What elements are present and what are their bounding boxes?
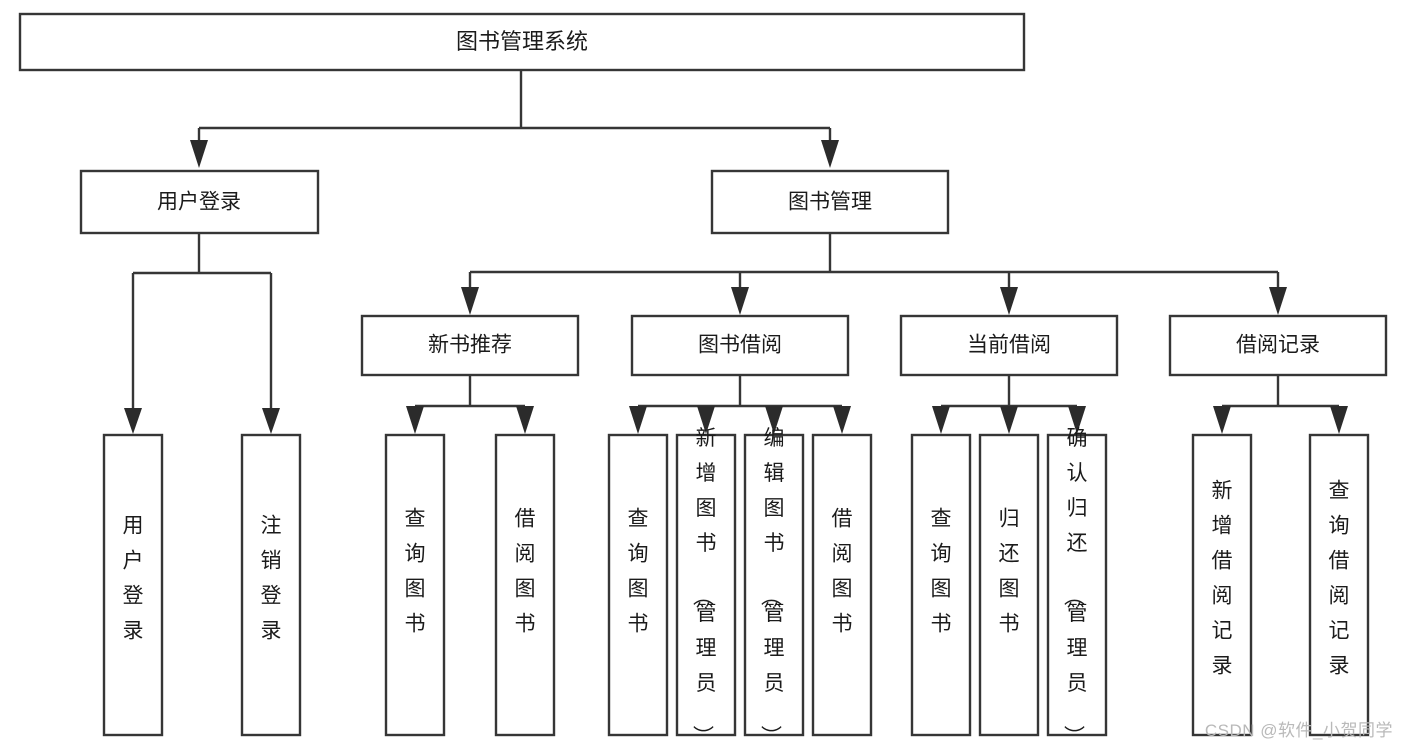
- arrow-bookmgmt-to-currentborrow: [1000, 287, 1018, 315]
- leaf-logout-label: 注销登录: [261, 515, 282, 643]
- arrow-bookborrow-leaf-1: [629, 406, 647, 434]
- leaf-node[interactable]: 新增图书（管理员）: [675, 427, 737, 746]
- arrow-bookmgmt-to-bookborrow: [731, 287, 749, 315]
- node-book-borrow-box[interactable]: [630, 314, 850, 377]
- node-root-box[interactable]: [18, 12, 1026, 72]
- leaf-node[interactable]: 新增借阅记录: [1191, 433, 1253, 737]
- leaf-newbook-query-box[interactable]: [384, 433, 446, 737]
- leaf-node[interactable]: 用户登录: [102, 433, 164, 737]
- leaf-node[interactable]: 归还图书: [978, 433, 1040, 737]
- node-current-borrow-box[interactable]: [899, 314, 1119, 377]
- leaf-node[interactable]: 查询图书: [607, 433, 669, 737]
- arrow-bookborrow-leaf-4: [833, 406, 851, 434]
- csdn-watermark: CSDN @软件_小贺同学: [1204, 721, 1393, 740]
- arrow-bookborrow-leaf-3: [765, 406, 783, 434]
- node-user-login-box[interactable]: [79, 169, 320, 235]
- leaf-bookborrow-add-box[interactable]: [675, 433, 737, 737]
- arrow-borrowrecord-leaf-2: [1330, 406, 1348, 434]
- leaf-currentborrow-query-box[interactable]: [910, 433, 972, 737]
- leaf-newbook-query-label: 查询图书: [405, 508, 426, 636]
- leaf-borrowrecord-add-label: 新增借阅记录: [1212, 480, 1233, 678]
- leaf-borrowrecord-query-box[interactable]: [1308, 433, 1370, 737]
- leaf-bookborrow-edit-label: 编辑图书（管理员）: [759, 427, 785, 746]
- connector-group-userlogin: [124, 233, 280, 434]
- node-book-borrow[interactable]: 图书借阅: [630, 314, 850, 377]
- arrow-root-to-userlogin: [190, 140, 208, 168]
- arrow-root-to-bookmgmt: [821, 140, 839, 168]
- leaf-currentborrow-return-box[interactable]: [978, 433, 1040, 737]
- connector-group-root: [190, 70, 839, 168]
- leaf-newbook-borrow-box[interactable]: [494, 433, 556, 737]
- arrow-userlogin-leaf-2: [262, 408, 280, 434]
- arrow-newbook-leaf-2: [516, 406, 534, 434]
- leaf-node[interactable]: 查询图书: [910, 433, 972, 737]
- connector-group-bookmgmt: [461, 233, 1287, 315]
- leaf-bookborrow-query-label: 查询图书: [628, 508, 649, 636]
- node-book-management[interactable]: 图书管理: [710, 169, 950, 235]
- leaf-borrowrecord-query-label: 查询借阅记录: [1329, 480, 1350, 678]
- leaf-node[interactable]: 查询借阅记录: [1308, 433, 1370, 737]
- node-user-login[interactable]: 用户登录: [79, 169, 320, 235]
- connector-group-bookborrow: [629, 375, 851, 434]
- arrow-currentborrow-leaf-2: [1000, 406, 1018, 434]
- leaf-bookborrow-borrow-box[interactable]: [811, 433, 873, 737]
- node-borrow-record-box[interactable]: [1168, 314, 1388, 377]
- leaf-currentborrow-query-label: 查询图书: [931, 508, 952, 636]
- arrow-bookborrow-leaf-2: [697, 406, 715, 434]
- arrow-userlogin-leaf-1: [124, 408, 142, 434]
- node-book-management-box[interactable]: [710, 169, 950, 235]
- leaf-bookborrow-query-box[interactable]: [607, 433, 669, 737]
- arrow-borrowrecord-leaf-1: [1213, 406, 1231, 434]
- leaf-currentborrow-return-label: 归还图书: [999, 508, 1020, 636]
- connector-group-currentborrow: [932, 375, 1086, 434]
- connector-group-borrowrecord: [1213, 375, 1348, 434]
- leaf-user-login-label: 用户登录: [123, 515, 144, 643]
- connector-group-newbook: [406, 375, 534, 434]
- leaf-logout-box[interactable]: [240, 433, 302, 737]
- leaf-bookborrow-edit-box[interactable]: [743, 433, 805, 737]
- arrow-currentborrow-leaf-1: [932, 406, 950, 434]
- node-new-book-recommend-label: 新书推荐: [428, 334, 512, 357]
- node-root[interactable]: 图书管理系统: [18, 12, 1026, 72]
- node-book-management-label: 图书管理: [788, 191, 872, 214]
- leaf-borrowrecord-add-box[interactable]: [1191, 433, 1253, 737]
- leaf-user-login-box[interactable]: [102, 433, 164, 737]
- node-borrow-record[interactable]: 借阅记录: [1168, 314, 1388, 377]
- leaf-node[interactable]: 注销登录: [240, 433, 302, 737]
- leaf-node[interactable]: 编辑图书（管理员）: [743, 427, 805, 746]
- node-user-login-label: 用户登录: [157, 191, 241, 214]
- node-root-label: 图书管理系统: [456, 29, 588, 54]
- node-book-borrow-label: 图书借阅: [698, 334, 782, 357]
- node-current-borrow-label: 当前借阅: [967, 334, 1051, 357]
- node-current-borrow[interactable]: 当前借阅: [899, 314, 1119, 377]
- node-new-book-recommend-box[interactable]: [360, 314, 580, 377]
- leaf-bookborrow-add-label: 新增图书（管理员）: [691, 427, 717, 746]
- leaf-bookborrow-borrow-label: 借阅图书: [832, 508, 853, 636]
- leaf-node[interactable]: 借阅图书: [494, 433, 556, 737]
- arrow-currentborrow-leaf-3: [1068, 406, 1086, 434]
- leaf-node[interactable]: 查询图书: [384, 433, 446, 737]
- leaf-node[interactable]: 确认归还（管理员）: [1046, 427, 1108, 746]
- node-new-book-recommend[interactable]: 新书推荐: [360, 314, 580, 377]
- arrow-bookmgmt-to-newbook: [461, 287, 479, 315]
- arrow-bookmgmt-to-borrowrecord: [1269, 287, 1287, 315]
- arrow-newbook-leaf-1: [406, 406, 424, 434]
- leaf-currentborrow-confirm-box[interactable]: [1046, 433, 1108, 737]
- node-borrow-record-label: 借阅记录: [1236, 334, 1320, 357]
- leaf-currentborrow-confirm-label: 确认归还（管理员）: [1062, 427, 1088, 746]
- leaf-node[interactable]: 借阅图书: [811, 433, 873, 737]
- leaf-newbook-borrow-label: 借阅图书: [515, 508, 536, 636]
